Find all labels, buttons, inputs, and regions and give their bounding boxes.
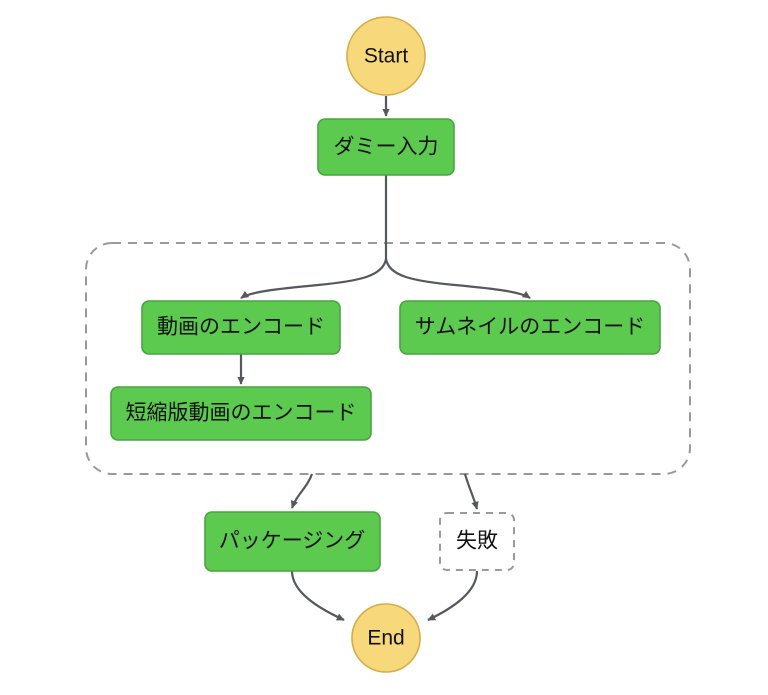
node-end-label: End	[367, 627, 404, 650]
node-start-label: Start	[364, 45, 409, 68]
node-short-video-encode-label: 短縮版動画のエンコード	[126, 402, 357, 425]
edge-fork-to-thumbnail-encode	[384, 258, 531, 299]
node-packaging-label: パッケージング	[219, 530, 366, 553]
node-video-encode-label: 動画のエンコード	[157, 316, 325, 339]
edge-group-to-packaging	[290, 473, 314, 509]
node-packaging[interactable]: パッケージング	[204, 511, 381, 572]
edge-group-to-failure	[463, 473, 479, 510]
node-thumbnail-encode-label: サムネイルのエンコード	[415, 316, 646, 339]
node-short-video-encode[interactable]: 短縮版動画のエンコード	[110, 386, 372, 441]
node-dummy-input-label: ダミー入力	[334, 136, 439, 159]
node-failure-label: 失敗	[456, 530, 498, 553]
edge-fork-to-video-encode	[240, 258, 388, 299]
node-end[interactable]: End	[351, 603, 421, 673]
node-dummy-input[interactable]: ダミー入力	[317, 118, 455, 176]
node-start[interactable]: Start	[346, 16, 426, 96]
parallel-group-container	[85, 242, 691, 475]
edge-failure-to-end	[427, 570, 479, 621]
edge-packaging-to-end	[290, 570, 345, 621]
node-failure[interactable]: 失敗	[439, 512, 515, 571]
node-video-encode[interactable]: 動画のエンコード	[141, 300, 341, 355]
node-thumbnail-encode[interactable]: サムネイルのエンコード	[399, 300, 661, 355]
